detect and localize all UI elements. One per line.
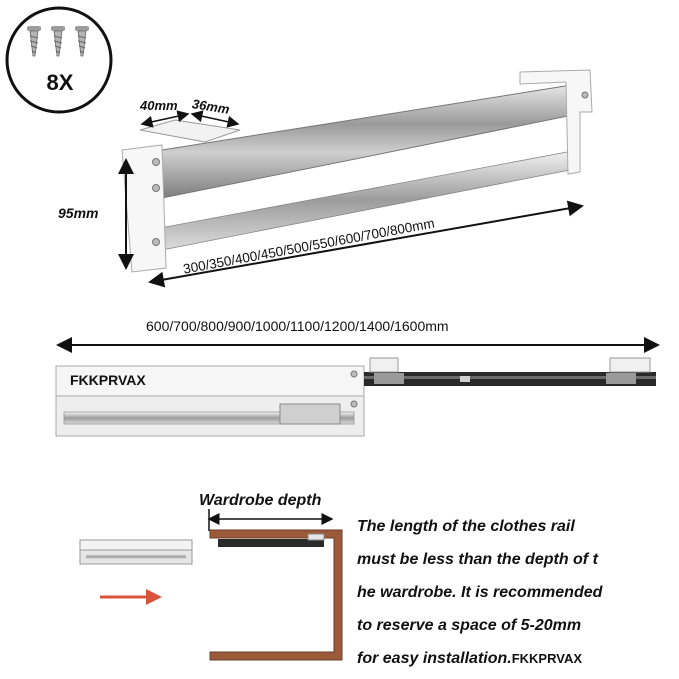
install-diagram xyxy=(79,509,343,661)
note-line: for easy installation. xyxy=(357,650,512,667)
note-line: The length of the clothes rail xyxy=(357,518,575,535)
note-line: must be less than the depth of t xyxy=(357,551,598,568)
brand-logo-note: FKKPRVAX xyxy=(511,651,583,666)
screw-icon xyxy=(27,26,41,57)
dim-height-label: 95mm xyxy=(58,205,99,221)
wardrobe-wall xyxy=(209,529,343,661)
screw-icon xyxy=(51,26,65,57)
installation-note: The length of the clothes rail must be l… xyxy=(357,510,675,675)
note-line: to reserve a space of 5-20mm xyxy=(357,617,582,634)
note-line-last: for easy installation.FKKPRVAX xyxy=(357,642,675,675)
note-line: he wardrobe. It is recommended xyxy=(357,584,603,601)
top-dimensions xyxy=(118,110,584,288)
wardrobe-depth-label: Wardrobe depth xyxy=(199,492,322,509)
screw-icon xyxy=(75,26,89,57)
screw-quantity: 8X xyxy=(46,70,74,95)
screws-badge xyxy=(5,6,113,114)
arrow-right-icon xyxy=(100,589,162,605)
extended-rail xyxy=(55,357,656,437)
dim-extended-label: 600/700/800/900/1000/1100/1200/1400/1600… xyxy=(146,318,449,334)
dim-width-label: 40mm xyxy=(140,98,178,113)
brand-logo-rail: FKKPRVAX xyxy=(70,372,146,388)
